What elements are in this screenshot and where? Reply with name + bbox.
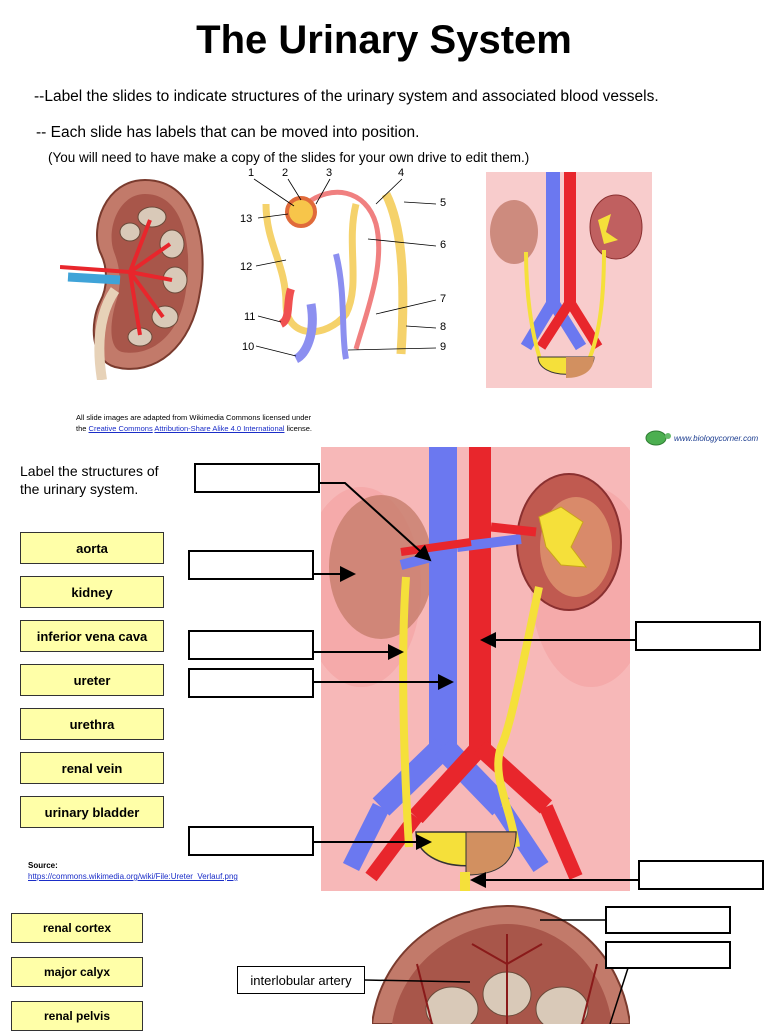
source-link[interactable]: https://commons.wikimedia.org/wiki/File:… [28,872,238,881]
label-renal-pelvis[interactable]: renal pelvis [11,1001,143,1031]
instruction-line-2: -- Each slide has labels that can be mov… [36,124,420,141]
nephron-diagram: 1 2 3 4 5 6 7 8 9 10 11 12 13 [240,167,446,364]
label-urethra[interactable]: urethra [20,708,164,740]
turtle-logo-icon [645,430,671,446]
instruction-line-3: (You will need to have make a copy of th… [48,150,530,165]
nephron-number: 7 [440,293,446,305]
label-ureter[interactable]: ureter [20,664,164,696]
urinary-system-diagram [321,447,630,891]
label-inferior-vena-cava[interactable]: inferior vena cava [20,620,164,652]
blank-label-box[interactable] [188,826,314,856]
credit-the: the [76,424,87,433]
label-kidney[interactable]: kidney [20,576,164,608]
kidney-section-image [60,178,204,380]
urinary-overview-image [486,172,652,388]
label-major-calyx[interactable]: major calyx [11,957,143,987]
nephron-number: 11 [244,311,255,323]
blank-label-box[interactable] [194,463,320,493]
nephron-number: 8 [440,321,446,333]
blank-label-box[interactable] [635,621,761,651]
blank-label-box[interactable] [188,668,314,698]
license-link[interactable]: Attribution-Share Alike 4.0 Internationa… [154,424,285,433]
label-renal-vein[interactable]: renal vein [20,752,164,784]
source-label: Source: [28,861,58,870]
nephron-number: 13 [240,213,252,225]
credit-line-1: All slide images are adapted from Wikime… [76,413,312,422]
nephron-number: 10 [242,341,254,353]
label-aorta[interactable]: aorta [20,532,164,564]
logo-text: www.biologycorner.com [674,434,759,443]
nephron-number: 4 [398,167,404,179]
blank-label-box[interactable] [605,906,731,934]
blank-label-box[interactable] [188,630,314,660]
label-renal-cortex[interactable]: renal cortex [11,913,143,943]
credit-line-2: the Creative Commons Attribution-Share A… [76,424,312,434]
nephron-number: 9 [440,341,446,353]
page-title: The Urinary System [196,18,572,62]
creative-commons-link[interactable]: Creative Commons [88,424,153,433]
nephron-number: 5 [440,197,446,209]
nephron-number: 3 [326,167,332,179]
blank-label-box[interactable] [638,860,764,890]
blank-label-box[interactable] [188,550,314,580]
label-urinary-bladder[interactable]: urinary bladder [20,796,164,828]
blank-label-box[interactable] [605,941,731,969]
credit-license: license. [286,424,312,433]
placed-label-interlobular-artery[interactable]: interlobular artery [237,966,365,994]
instruction-line-1: --Label the slides to indicate structure… [34,88,659,105]
nephron-number: 12 [240,261,252,273]
labeling-prompt: Label the structures of the urinary syst… [20,463,159,497]
nephron-number: 2 [282,167,288,179]
nephron-number: 6 [440,239,446,251]
nephron-number: 1 [248,167,254,179]
kidney-detail-image [372,904,630,1024]
